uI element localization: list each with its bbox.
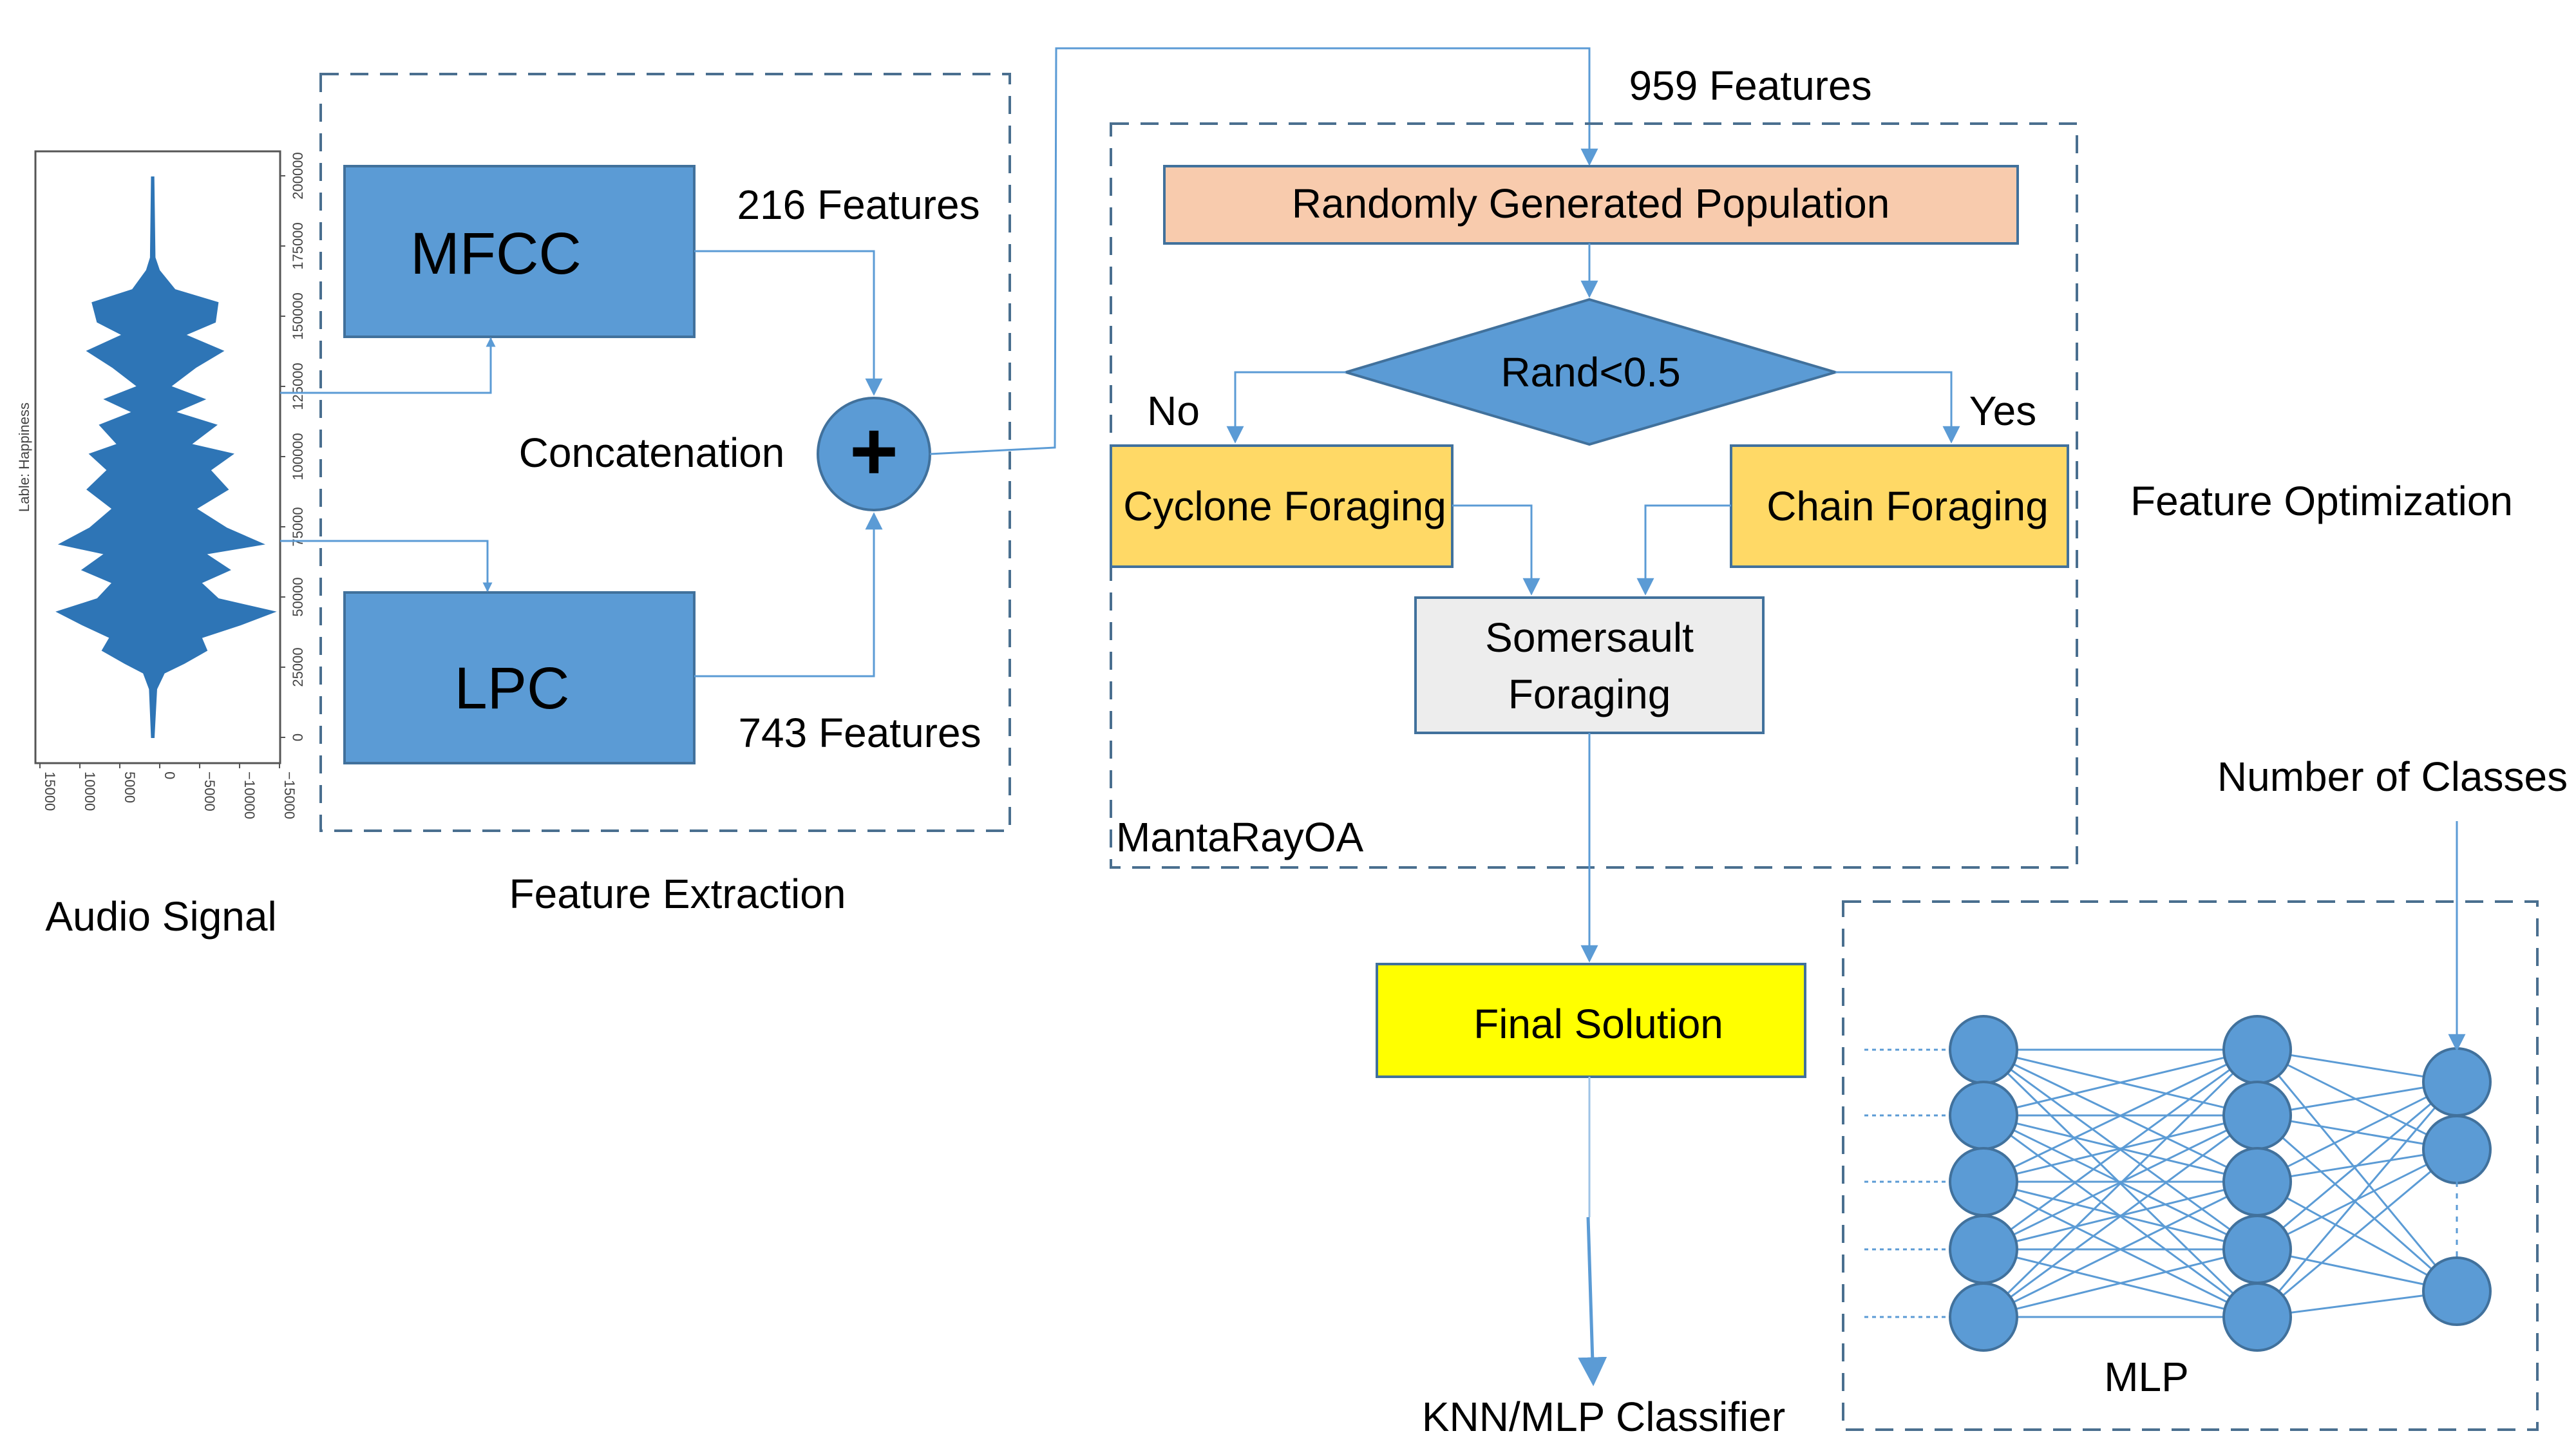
decision-diamond <box>1341 298 1841 446</box>
amp-tick-label: −15000 <box>281 772 298 819</box>
mlp-edge <box>2257 1114 2458 1293</box>
mlp-neuron <box>1949 1015 2018 1084</box>
time-tick-label: 75000 <box>290 507 306 546</box>
amp-tick-label: 10000 <box>82 772 98 811</box>
time-axis-ticks: 0 25000 50000 75000 100000 125000 150000 175000… <box>280 152 306 741</box>
mlp-edge <box>2256 1081 2458 1318</box>
mlp-neuron <box>1949 1282 2018 1352</box>
time-tick-label: 25000 <box>290 647 306 687</box>
input-feature-count: 959 Features <box>1629 62 1871 109</box>
mlp-neuron <box>2222 1015 2292 1084</box>
mlp-neuron <box>2422 1256 2492 1326</box>
mlp-neuron <box>2422 1115 2492 1184</box>
lpc-to-concat-arrow <box>694 512 883 677</box>
mlp-edge <box>2256 1049 2458 1292</box>
mlp-group: Number of Classes MLP <box>1842 753 2568 1431</box>
concat-to-optimizer-arrow <box>929 47 1598 455</box>
chain-foraging-label: Chain Foraging <box>1766 483 2049 529</box>
waveform-ylabel: Lable: Happiness <box>16 402 32 512</box>
feature-optimization-group: Randomly Generated Population Rand<0.5 N… <box>1110 122 2078 869</box>
mlp-neurons <box>1949 1015 2492 1352</box>
amp-tick-label: −5000 <box>202 772 218 811</box>
cyclone-to-somersault-arrow <box>1452 504 1540 596</box>
mlp-edge <box>1982 1048 2259 1318</box>
chain-to-somersault-arrow <box>1636 504 1731 596</box>
mlp-edge <box>1983 1048 2258 1183</box>
chain-foraging-box <box>1730 444 2069 568</box>
mlp-edge <box>1983 1180 2258 1318</box>
concatenation-label: Concatenation <box>519 430 785 476</box>
mfcc-to-concat-arrow <box>694 250 883 396</box>
feature-extraction-border <box>319 73 1011 832</box>
mlp-neuron <box>2222 1147 2292 1217</box>
mlp-neuron <box>2222 1081 2292 1150</box>
mlp-edge <box>2257 1148 2458 1318</box>
decision-no-arrow <box>1226 371 1346 444</box>
lpc-label: LPC <box>455 656 570 721</box>
no-label: No <box>1147 388 1200 434</box>
final-to-classifier-arrow <box>1578 1217 1607 1387</box>
somersault-label-line2: Foraging <box>1508 671 1671 717</box>
mlp-edge <box>1983 1114 2258 1318</box>
audio-signal-panel: 0250005000075000100000125000150000175000… <box>16 150 306 940</box>
amp-tick-label: −10000 <box>242 772 258 819</box>
mlp-edge <box>1983 1248 2258 1318</box>
mlp-neuron <box>2222 1282 2292 1352</box>
decision-label: Rand<0.5 <box>1501 349 1680 395</box>
mantaray-border <box>1110 122 2078 869</box>
time-tick-label: 50000 <box>290 577 306 616</box>
lpc-feature-count: 743 Features <box>738 710 981 756</box>
final-solution-label: Final Solution <box>1473 1001 1723 1047</box>
time-tick-label: 100000 <box>290 433 306 480</box>
mfcc-feature-count: 216 Features <box>737 182 980 228</box>
mlp-neuron <box>1949 1081 2018 1150</box>
decision-yes-arrow <box>1835 371 1960 444</box>
mlp-connections <box>1982 1048 2458 1318</box>
feature-extraction-title: Feature Extraction <box>509 871 846 917</box>
cyclone-foraging-label: Cyclone Foraging <box>1123 483 1446 529</box>
mlp-neuron <box>1949 1147 2018 1217</box>
waveform-shape <box>55 176 277 738</box>
feature-optimization-title: Feature Optimization <box>2130 478 2513 524</box>
population-box <box>1163 165 2019 245</box>
time-tick-label: 0 <box>290 734 306 741</box>
cyclone-foraging-box <box>1110 444 1454 568</box>
final-solution-box <box>1376 963 1806 1078</box>
lpc-box <box>343 591 696 764</box>
mfcc-label: MFCC <box>410 221 582 287</box>
mlp-neuron <box>2222 1215 2292 1284</box>
signal-to-lpc-arrow <box>280 540 493 592</box>
mlp-edge <box>2257 1081 2458 1183</box>
mlp-edge <box>2257 1081 2458 1251</box>
signal-to-mfcc-arrow <box>280 337 496 394</box>
amplitude-axis-ticks: 15000 10000 5000 0 −5000 −10000 −15000 <box>39 763 298 819</box>
time-tick-label: 175000 <box>290 222 306 269</box>
yes-label: Yes <box>1969 388 2036 434</box>
amp-tick-label: 15000 <box>42 772 58 811</box>
mlp-neuron <box>2422 1047 2492 1117</box>
time-tick-label: 125000 <box>290 363 306 410</box>
mlp-neuron <box>1949 1215 2018 1284</box>
amp-tick-label: 0 <box>162 772 178 779</box>
time-tick-label: 150000 <box>290 292 306 339</box>
mantaray-label: MantaRayOA <box>1116 814 1363 860</box>
feature-extraction-group: MFCC LPC 216 Features 743 Features Conca… <box>280 73 1011 917</box>
somersault-label-line1: Somersault <box>1485 614 1694 661</box>
classifier-label: KNN/MLP Classifier <box>1422 1394 1785 1440</box>
mlp-title: MLP <box>2104 1354 2189 1400</box>
mlp-edge <box>1983 1048 2258 1117</box>
classes-label: Number of Classes <box>2217 753 2568 800</box>
population-label: Randomly Generated Population <box>1292 180 1890 227</box>
time-tick-label: 200000 <box>290 152 306 199</box>
amp-tick-label: 5000 <box>122 772 138 803</box>
mlp-edge <box>1983 1048 2258 1251</box>
mlp-edge <box>2257 1180 2458 1293</box>
somersault-foraging-box <box>1414 596 1765 734</box>
mlp-input-lines <box>1864 1048 1948 1318</box>
mlp-border <box>1842 900 2539 1431</box>
plus-icon: + <box>849 404 898 498</box>
audio-signal-caption: Audio Signal <box>45 893 276 940</box>
